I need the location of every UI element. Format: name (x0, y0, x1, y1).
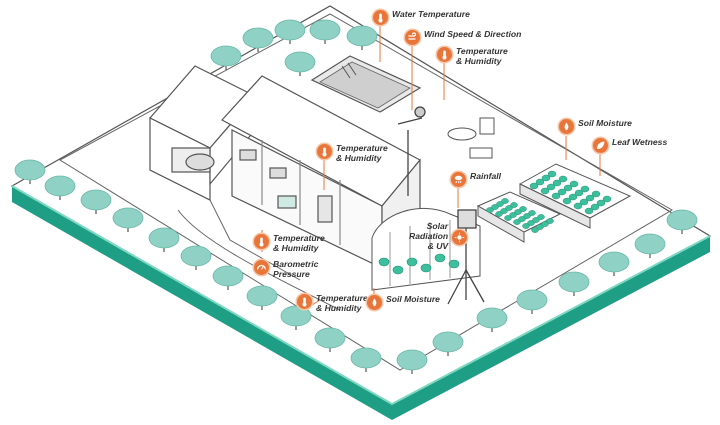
plant (569, 180, 579, 188)
garden-beds (476, 163, 632, 243)
thermometer-icon (373, 10, 388, 25)
thermometer-icon (317, 144, 332, 159)
plant (596, 199, 606, 207)
tree (309, 19, 341, 44)
callout-label: Temperature & Humidity (336, 143, 388, 163)
tree (598, 251, 630, 276)
callout-temp-humidity-outdoor: Temperature & Humidity (437, 46, 508, 67)
tree (274, 19, 306, 44)
callout-label: Rainfall (470, 171, 502, 181)
plant (546, 183, 556, 191)
plant (585, 194, 595, 202)
rain-icon (451, 172, 466, 187)
plant (573, 202, 583, 210)
leaf-icon (593, 138, 608, 153)
soil-icon (367, 295, 382, 310)
callout-solar-radiation-uv: Solar Radiation & UV (409, 221, 468, 251)
tree (242, 27, 274, 52)
plant (591, 190, 601, 198)
plant (580, 185, 590, 193)
tree (14, 159, 46, 184)
thermometer-icon (254, 234, 269, 249)
callout-label: Solar Radiation & UV (409, 221, 449, 251)
tree (432, 331, 464, 356)
plant (579, 198, 589, 206)
tree (212, 265, 244, 290)
patio-furniture (447, 117, 495, 159)
plant (537, 214, 545, 220)
swimming-pool (310, 55, 422, 113)
plant (568, 193, 578, 201)
soil-icon (559, 119, 574, 134)
tree (210, 45, 242, 70)
tree (634, 233, 666, 258)
callout-water-temperature: Water Temperature (373, 9, 470, 25)
callout-soil-moisture-garden: Soil Moisture (559, 118, 632, 134)
tree (396, 349, 428, 374)
plant (529, 182, 539, 190)
plant (558, 175, 568, 183)
trees (14, 19, 698, 374)
callout-label: Soil Moisture (578, 118, 632, 128)
sun-icon (452, 230, 468, 245)
callout-wind-speed-direction: Wind Speed & Direction (405, 29, 522, 45)
tree (346, 25, 378, 50)
callout-temp-humidity-attic: Temperature & Humidity (317, 143, 388, 164)
plant (528, 210, 536, 216)
callout-rainfall: Rainfall (451, 171, 502, 187)
thermometer-icon (297, 294, 312, 309)
callout-temp-humidity-greenhouse: Temperature & Humidity (297, 293, 368, 314)
plant (574, 189, 584, 197)
plant (551, 192, 561, 200)
plant (552, 179, 562, 187)
tree (280, 305, 312, 330)
greenhouse (371, 207, 481, 291)
callout-label: Temperature & Humidity (273, 233, 325, 253)
gauge-icon (254, 260, 269, 275)
plant (519, 206, 527, 212)
tree (476, 307, 508, 332)
plant (557, 188, 567, 196)
callout-label: Temperature & Humidity (456, 46, 508, 66)
plant (535, 178, 545, 186)
plant (501, 198, 509, 204)
tree (148, 227, 180, 252)
plant (541, 174, 551, 182)
plant (547, 170, 557, 178)
tree (314, 327, 346, 352)
callout-temp-humidity-indoor: Temperature & Humidity (254, 233, 325, 254)
tree (246, 285, 278, 310)
plant (602, 195, 612, 203)
callout-label: Temperature & Humidity (316, 293, 368, 313)
wind-icon (405, 30, 420, 45)
tree (180, 245, 212, 270)
callout-label: Wind Speed & Direction (424, 29, 522, 39)
callout-leaf-wetness: Leaf Wetness (593, 137, 668, 153)
callout-label: Barometric Pressure (273, 259, 319, 279)
callout-soil-moisture-greenhouse: Soil Moisture (367, 294, 440, 310)
callout-label: Leaf Wetness (612, 137, 668, 147)
plant (540, 187, 550, 195)
tree (80, 189, 112, 214)
plant (546, 218, 554, 224)
plant (584, 207, 594, 215)
plant (510, 202, 518, 208)
tree (112, 207, 144, 232)
tree (284, 51, 316, 76)
weather-station (397, 106, 485, 305)
thermometer-icon (437, 47, 452, 62)
tree (516, 289, 548, 314)
callout-label: Water Temperature (392, 9, 470, 19)
tree (558, 271, 590, 296)
plant (590, 203, 600, 211)
tree (350, 347, 382, 372)
plant (562, 197, 572, 205)
callout-label: Soil Moisture (386, 294, 440, 304)
tree (44, 175, 76, 200)
callout-barometric-pressure: Barometric Pressure (254, 259, 319, 280)
plant (563, 184, 573, 192)
tree (666, 209, 698, 234)
